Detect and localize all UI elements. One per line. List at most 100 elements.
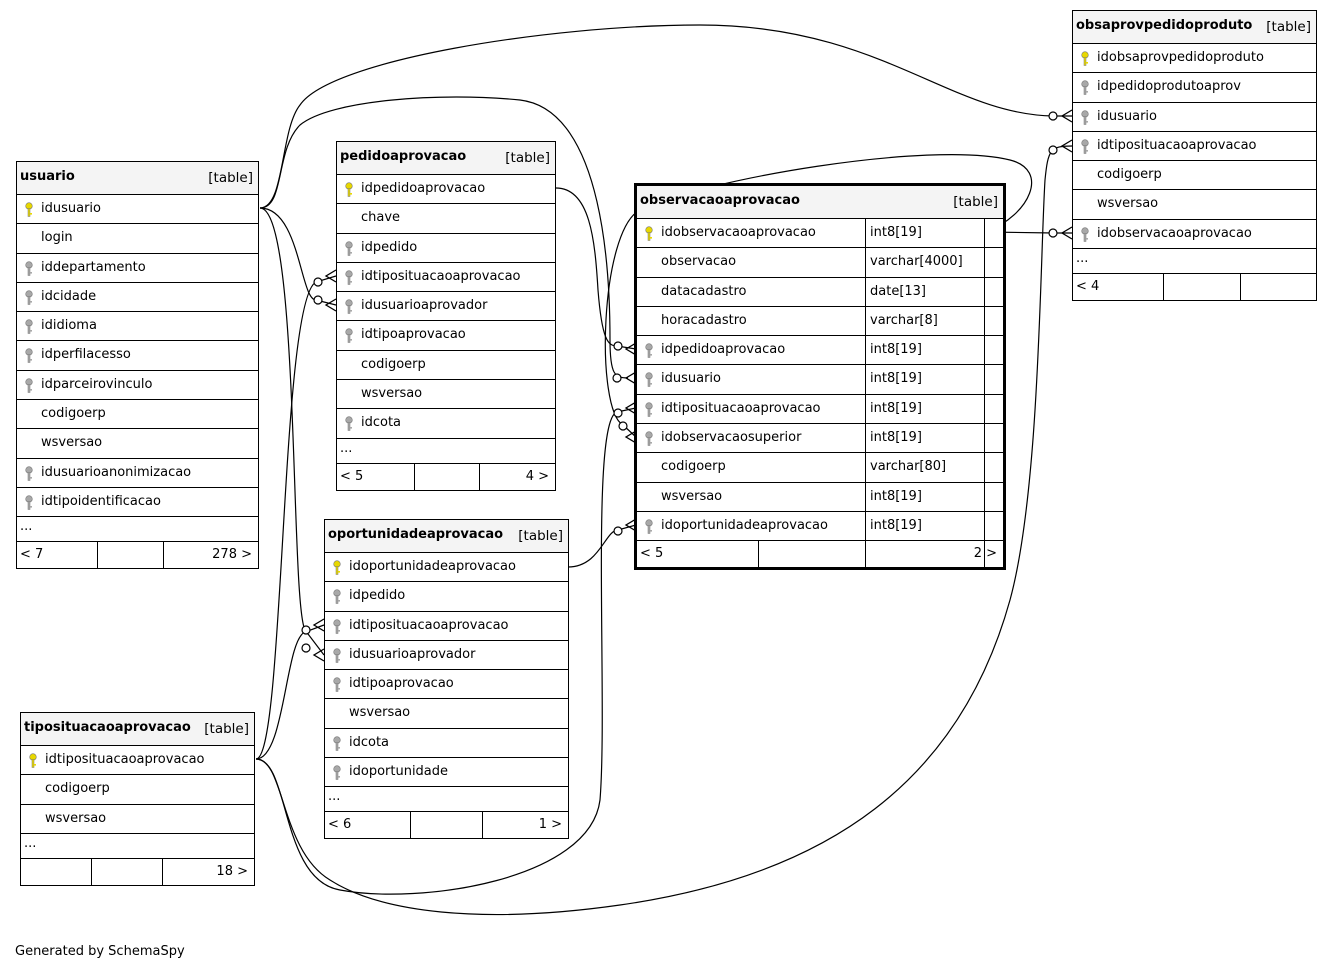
parents-count[interactable]: < 5 — [340, 468, 364, 484]
column-row[interactable]: idtiposituacaoaprovacao — [337, 263, 555, 293]
table-footer: < 5 2 > — [637, 541, 1003, 568]
column-name: idusuarioaprovador — [349, 646, 476, 662]
foreign-key-icon — [345, 328, 353, 344]
column-name: ididioma — [41, 318, 97, 334]
table-obsaprovpedidoproduto[interactable]: obsaprovpedidoproduto[table]idobsaprovpe… — [1072, 10, 1317, 302]
column-row[interactable]: idoportunidade — [325, 758, 568, 788]
table-type: [table] — [204, 721, 249, 737]
column-type: varchar[80] — [870, 459, 947, 475]
column-row[interactable]: idoportunidadeaprovacao — [325, 553, 568, 583]
column-row[interactable]: idtiposituacaoaprovacao — [325, 612, 568, 641]
table-header: oportunidadeaprovacao[table] — [325, 520, 568, 553]
column-row[interactable]: codigoerp — [1073, 161, 1316, 191]
column-row[interactable]: iddepartamento — [17, 254, 258, 283]
column-row[interactable]: idparceirovinculo — [17, 371, 258, 401]
column-row[interactable]: idusuarioaprovador — [325, 641, 568, 671]
table-header: usuario[table] — [17, 162, 258, 195]
column-row[interactable]: wsversao — [17, 429, 258, 459]
children-count[interactable]: 18 > — [216, 863, 248, 879]
column-row[interactable]: idcota — [337, 409, 555, 439]
edge-observacaoaprovacao-self — [604, 154, 1032, 438]
foreign-key-icon — [25, 495, 33, 510]
more-columns[interactable]: ... — [337, 439, 555, 464]
column-row[interactable]: wsversao — [1073, 190, 1316, 220]
primary-key-icon — [25, 202, 33, 217]
column-row[interactable]: idusuarioanonimizacao — [17, 459, 258, 488]
column-row[interactable]: idtipoaprovacao — [325, 670, 568, 700]
parents-count[interactable]: < 5 — [640, 546, 664, 562]
children-count[interactable]: 4 > — [525, 468, 549, 484]
foreign-key-icon — [25, 260, 33, 276]
table-oportunidadeaprovacao[interactable]: oportunidadeaprovacao[table]idoportunida… — [324, 519, 569, 840]
column-row[interactable]: idtipoidentificacao — [17, 488, 258, 518]
foreign-key-icon — [345, 416, 353, 432]
column-type: int8[19] — [870, 371, 922, 387]
table-header: obsaprovpedidoproduto[table] — [1073, 11, 1316, 44]
more-columns[interactable]: ... — [21, 834, 254, 859]
column-row[interactable]: wsversao — [21, 805, 254, 834]
column-row[interactable]: codigoerp — [17, 400, 258, 430]
more-columns[interactable]: ... — [325, 787, 568, 813]
column-name: idparceirovinculo — [41, 376, 153, 392]
foreign-key-icon — [25, 319, 33, 334]
column-row[interactable]: idpedidoaprovacao — [337, 175, 555, 205]
column-row[interactable]: idusuario — [1073, 103, 1316, 132]
column-row[interactable]: idusuario — [17, 195, 258, 225]
column-row[interactable]: idobsaprovpedidoproduto — [1073, 44, 1316, 74]
parents-count[interactable]: < 7 — [20, 547, 44, 563]
column-row[interactable]: codigoerp — [337, 351, 555, 381]
column-name: wsversao — [45, 810, 107, 826]
column-row[interactable]: idcota — [325, 729, 568, 759]
column-name: idpedido — [361, 239, 418, 255]
column-row[interactable]: wsversao — [337, 380, 555, 410]
parents-count[interactable]: < 4 — [1076, 279, 1100, 295]
parents-count[interactable]: < 6 — [328, 817, 352, 833]
column-row[interactable]: idusuarioaprovador — [337, 292, 555, 322]
table-name: pedidoaprovacao — [340, 149, 467, 164]
table-observacaoaprovacao[interactable]: observacaoaprovacao[table]idobservacaoap… — [634, 183, 1006, 571]
column-name: codigoerp — [361, 356, 426, 372]
foreign-key-icon — [645, 372, 653, 388]
column-row[interactable]: idobservacaoaprovacao — [1073, 220, 1316, 250]
column-name: idpedidoprodutoaprov — [1097, 79, 1241, 95]
edge-pedidoaprovacao-observacaoaprovacao — [555, 187, 637, 350]
more-columns[interactable]: ... — [17, 517, 258, 543]
column-row[interactable]: ididioma — [17, 312, 258, 342]
column-row[interactable]: chave — [337, 204, 555, 234]
column-row[interactable]: idperfilacesso — [17, 341, 258, 371]
column-row[interactable]: idtiposituacaoaprovacao — [21, 746, 254, 776]
children-count[interactable]: 2 > — [973, 546, 997, 562]
column-name: idtipoaprovacao — [349, 676, 454, 692]
column-name: idpedidoaprovacao — [661, 342, 786, 358]
foreign-key-icon — [333, 736, 341, 751]
more-columns[interactable]: ... — [1073, 249, 1316, 275]
column-row[interactable]: idcidade — [17, 283, 258, 313]
column-row[interactable]: idtipoaprovacao — [337, 321, 555, 351]
table-tiposituacaoaprovacao[interactable]: tiposituacaoaprovacao[table]idtiposituac… — [20, 712, 255, 886]
column-row[interactable]: wsversao — [325, 699, 568, 729]
children-count[interactable]: 1 > — [538, 817, 562, 833]
column-name: idcota — [349, 734, 390, 750]
column-row[interactable]: codigoerp — [21, 775, 254, 805]
column-row[interactable]: idpedido — [337, 234, 555, 263]
column-row[interactable]: login — [17, 224, 258, 254]
column-row[interactable]: idpedido — [325, 582, 568, 612]
column-row[interactable]: idpedidoprodutoaprov — [1073, 73, 1316, 103]
primary-key-icon — [1081, 51, 1089, 66]
column-row[interactable]: idtiposituacaoaprovacao — [1073, 132, 1316, 162]
children-count[interactable]: 278 > — [212, 547, 252, 563]
column-name: idusuario — [41, 201, 101, 216]
